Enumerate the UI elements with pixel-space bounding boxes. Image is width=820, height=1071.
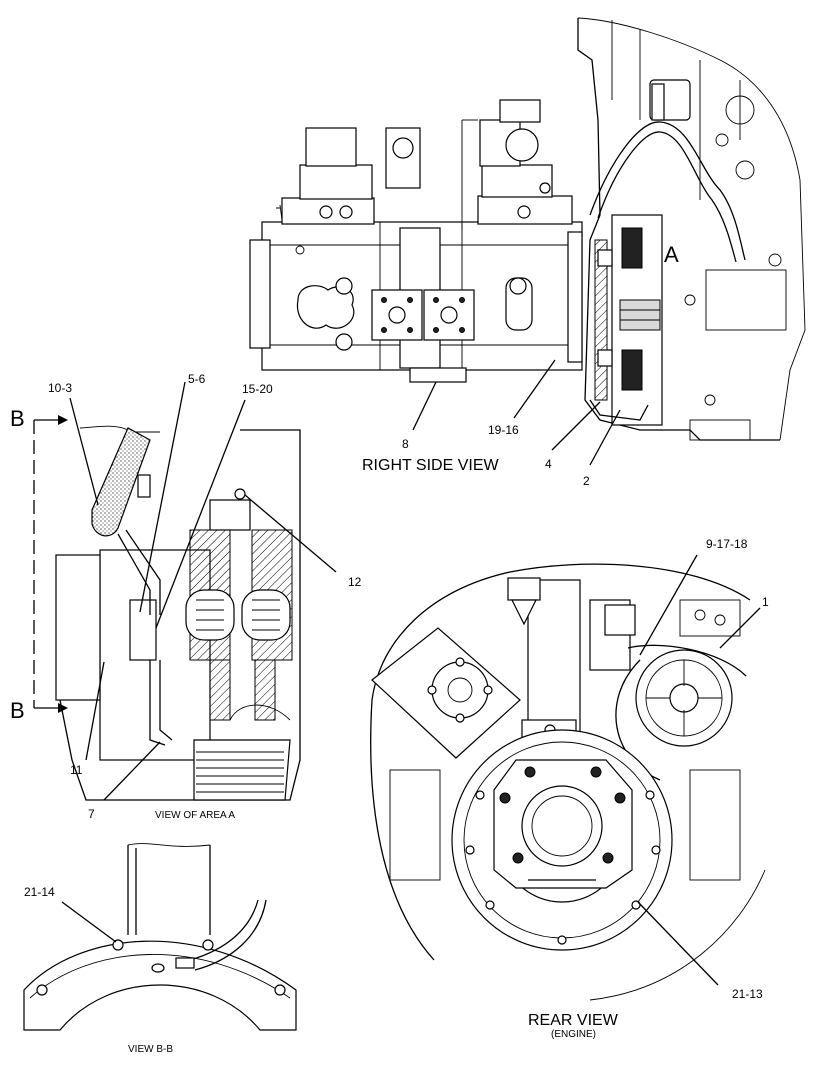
callout-5-6: 5-6 bbox=[188, 372, 206, 386]
callout-7: 7 bbox=[88, 807, 95, 821]
callout-15-20: 15-20 bbox=[242, 382, 273, 396]
callout-1: 1 bbox=[762, 595, 769, 609]
leader-21-14 bbox=[61, 901, 117, 943]
callout-4: 4 bbox=[545, 457, 552, 471]
callout-11: 11 bbox=[70, 763, 83, 777]
area-a-leaders bbox=[69, 381, 337, 801]
rear-view-leaders bbox=[637, 554, 761, 986]
section-marker-bottom: B bbox=[10, 698, 25, 723]
section-bb-caption: VIEW B-B bbox=[128, 1044, 173, 1055]
right-side-view-caption: RIGHT SIDE VIEW bbox=[362, 457, 500, 474]
section-marker-top: B bbox=[10, 406, 25, 431]
callout-8: 8 bbox=[402, 437, 409, 451]
callout-2: 2 bbox=[583, 474, 590, 488]
callout-21-14: 21-14 bbox=[24, 885, 55, 899]
callout-12: 12 bbox=[348, 575, 362, 589]
rear-view-subcaption: (ENGINE) bbox=[551, 1029, 596, 1040]
callout-10-3: 10-3 bbox=[48, 381, 72, 395]
rear-view-drawing bbox=[370, 563, 766, 1001]
area-a-marker: A bbox=[664, 242, 679, 267]
area-a-drawing bbox=[33, 415, 301, 801]
right-side-leaders bbox=[412, 359, 621, 466]
callout-9-17-18: 9-17-18 bbox=[706, 537, 748, 551]
right-side-view-drawing bbox=[249, 17, 806, 441]
callout-19-16: 19-16 bbox=[488, 423, 519, 437]
callout-21-13: 21-13 bbox=[732, 987, 763, 1001]
section-bb-drawing bbox=[23, 843, 297, 1031]
area-a-caption: VIEW OF AREA A bbox=[155, 810, 235, 821]
rear-view-caption: REAR VIEW bbox=[528, 1012, 619, 1029]
